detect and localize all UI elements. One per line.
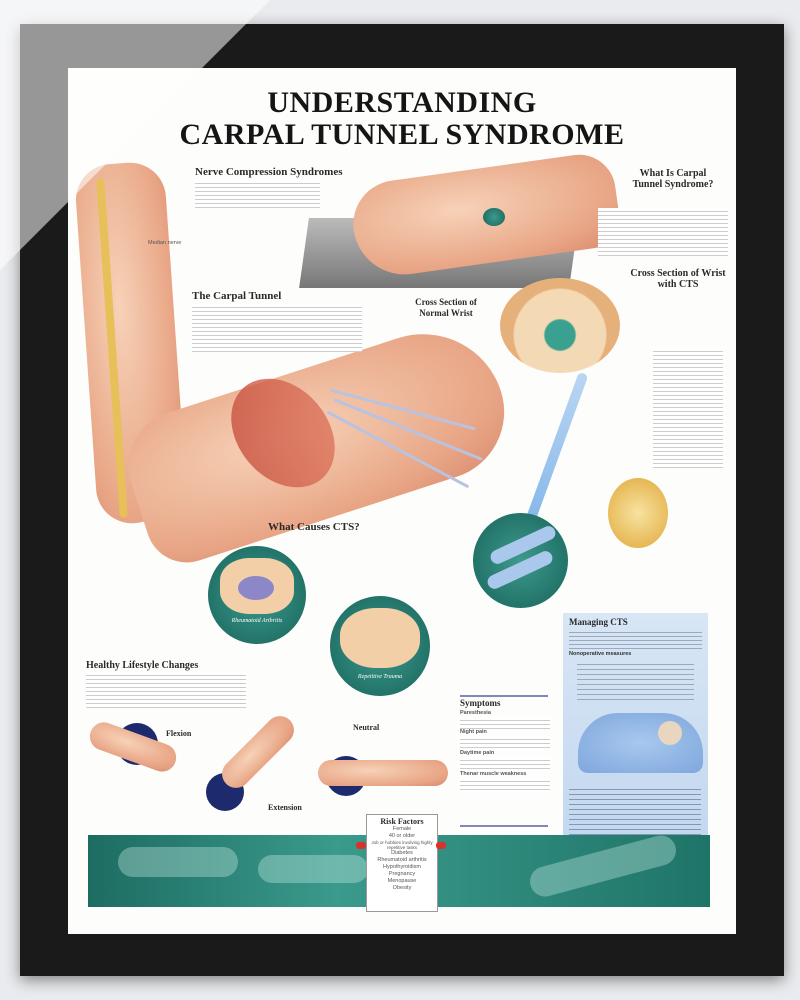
paragraph-text — [653, 348, 723, 468]
label-rheumatoid: Rheumatoid Arthritis — [231, 618, 283, 624]
label-extension: Extension — [268, 803, 302, 812]
symptom-item: Thenar muscle weakness — [460, 771, 527, 777]
risk-factor-item: Hypothyroidism — [383, 864, 421, 870]
heading-cross-section-normal: Cross Section of Normal Wrist — [398, 296, 494, 320]
heading-risk-factors: Risk Factors — [380, 817, 424, 826]
risk-factor-item: Rheumatoid arthritis — [377, 857, 427, 863]
heading-what-causes: What Causes CTS? — [268, 521, 360, 533]
heading-healthy-lifestyle: Healthy Lifestyle Changes — [86, 660, 199, 671]
arrow-right-marker — [436, 842, 446, 849]
nerve-bundle-illustration — [608, 478, 668, 548]
risk-factor-item: 40 or older — [388, 833, 416, 839]
paragraph-text — [192, 304, 362, 352]
tenosynovitis-inset — [473, 513, 568, 608]
risk-factor-item: Female — [392, 826, 412, 832]
paragraph-text — [569, 785, 701, 837]
label-median-nerve: Median nerve — [148, 240, 182, 246]
heading-managing-cts: Managing CTS — [569, 617, 628, 627]
label-neutral: Neutral — [353, 723, 380, 732]
hand-neutral-illustration — [318, 760, 448, 786]
repetitive-trauma-inset: Repetitive Trauma — [330, 596, 430, 696]
label-flexion: Flexion — [166, 729, 192, 738]
risk-factor-item: Pregnancy — [388, 871, 416, 877]
heading-symptoms: Symptoms — [460, 698, 501, 708]
sleeping-person-head — [658, 721, 682, 745]
heading-carpal-tunnel: The Carpal Tunnel — [192, 290, 282, 302]
heading-cross-section-cts: Cross Section of Wrist with CTS — [630, 268, 726, 290]
paragraph-text — [598, 208, 728, 256]
divider — [460, 695, 548, 697]
rheumatoid-arthritis-inset: Rheumatoid Arthritis — [208, 546, 306, 644]
glass-glare-reflection — [0, 0, 270, 270]
label-repetitive-trauma: Repetitive Trauma — [357, 674, 403, 680]
risk-factors-box: Risk Factors Female 40 or older Job or h… — [366, 814, 438, 912]
risk-factor-item: Job or hobbies involving highly repetiti… — [371, 840, 433, 850]
divider — [460, 825, 548, 827]
symptom-item: Night pain — [460, 729, 487, 735]
hand-extension-illustration — [216, 710, 300, 794]
carpal-tunnel-marker — [483, 208, 505, 226]
symptom-item: Daytime pain — [460, 750, 495, 756]
heading-what-is-cts: What Is Carpal Tunnel Syndrome? — [632, 168, 714, 190]
managing-cts-panel: Managing CTS Nonoperative measures — [563, 613, 708, 845]
symptom-item: Paresthesia — [460, 710, 491, 716]
risk-factor-item: Obesity — [392, 885, 412, 891]
managing-subhead: Nonoperative measures — [569, 651, 632, 657]
poster-title-line1: UNDERSTANDING — [267, 86, 537, 119]
arrow-left-marker — [356, 842, 366, 849]
wrist-cross-section-illustration — [500, 278, 620, 373]
risk-factor-item: Diabetes — [391, 850, 413, 856]
paragraph-text — [86, 672, 246, 708]
risk-factor-item: Menopause — [387, 878, 417, 884]
sleeping-person-illustration — [578, 713, 703, 773]
symptoms-panel: Symptoms Paresthesia Night pain Daytime … — [460, 698, 550, 792]
